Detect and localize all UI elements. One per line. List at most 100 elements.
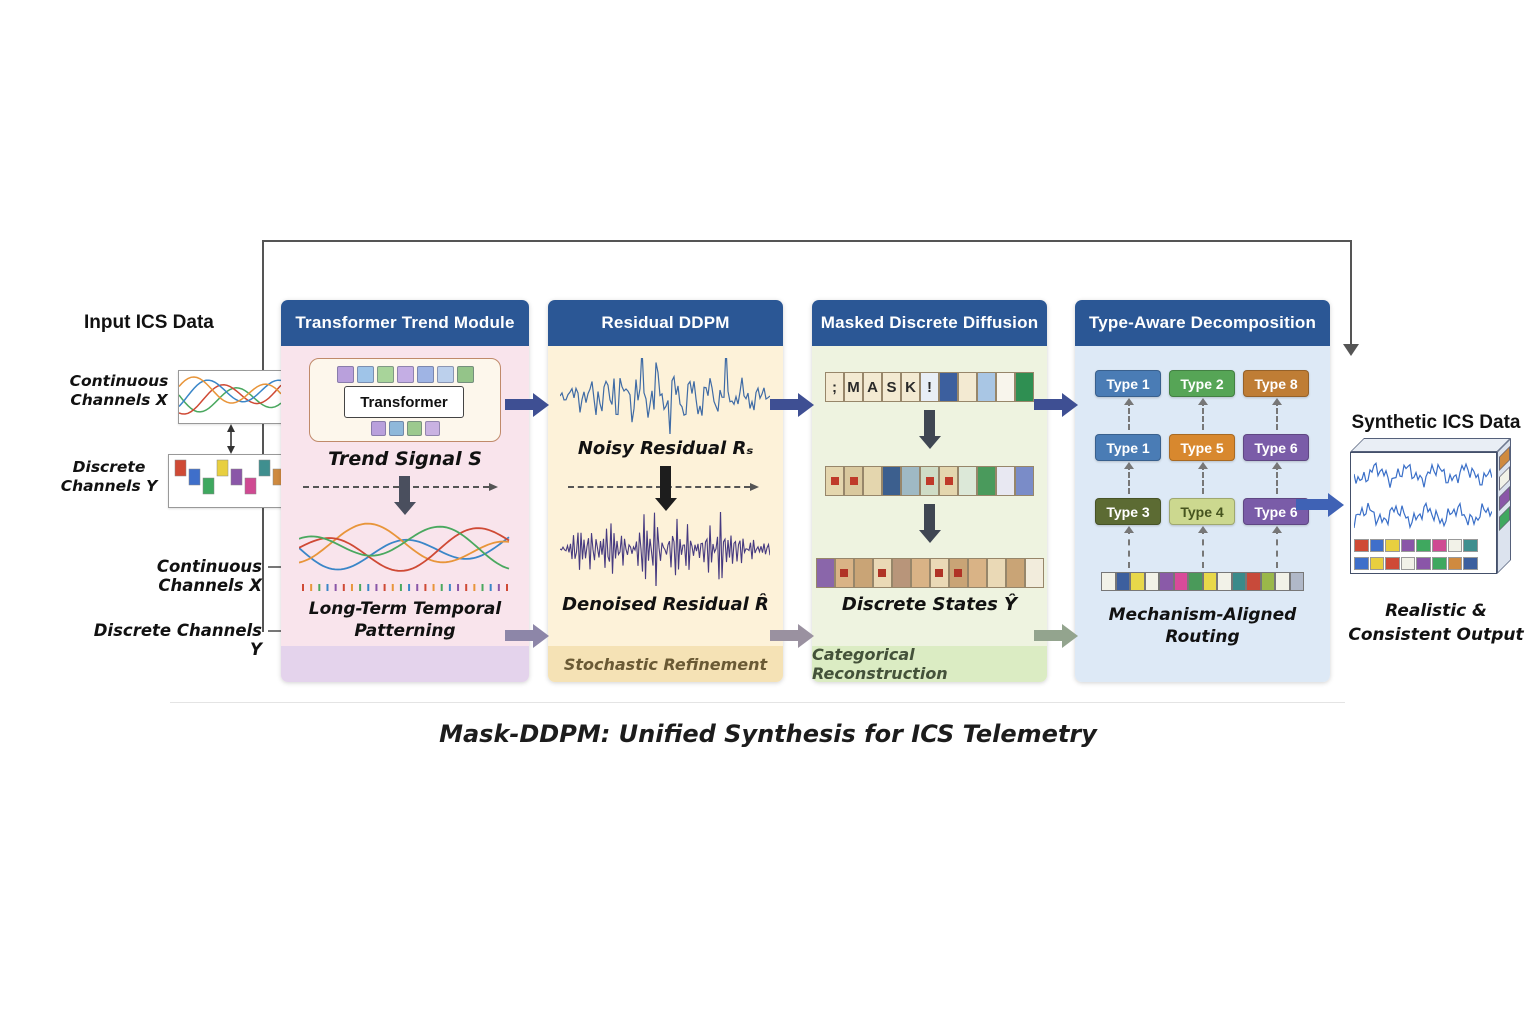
feedback-line-left xyxy=(262,240,264,632)
tcell-item: M xyxy=(844,372,863,402)
tcell-item xyxy=(920,466,939,496)
scell-item xyxy=(1144,572,1159,591)
tcell-item xyxy=(948,558,968,588)
noisy-residual-label: Noisy Residual Rₛ xyxy=(577,438,754,459)
panel3-footer-label: Categorical Reconstruction xyxy=(812,645,948,683)
type-chip-grid: Type 1 Type 2 Type 8 Type 1 Type 5 Type 6 Type… xyxy=(1095,370,1309,525)
fcell-item xyxy=(1416,538,1431,552)
panel4-connector xyxy=(1128,528,1130,568)
tcell-item: S xyxy=(882,372,901,402)
panel4-connector xyxy=(1202,528,1204,568)
chip-item: Type 1 xyxy=(1095,434,1161,461)
panel4-connector-arrow-icon xyxy=(1124,462,1134,469)
tcell-item xyxy=(901,466,920,496)
tcell-item xyxy=(882,466,901,496)
arrow-panel3-to-panel4 xyxy=(1034,399,1062,410)
mask-token-row-3 xyxy=(812,558,1047,588)
fcell-item xyxy=(1400,538,1416,552)
panel1-header: Transformer Trend Module xyxy=(281,300,529,346)
panel4-connector-arrow-icon xyxy=(1272,398,1282,405)
panel4-header: Type-Aware Decomposition xyxy=(1075,300,1330,346)
panel3-footer-band: Categorical Reconstruction xyxy=(812,645,1047,683)
arrow-bottom-panel3-to-panel4 xyxy=(1034,630,1062,641)
transformer-token-row-bottom xyxy=(310,421,500,436)
scell-item xyxy=(1115,572,1130,591)
panel1-down-arrow-icon xyxy=(399,476,410,502)
tok-item xyxy=(456,366,474,383)
synthetic-cube-front-face xyxy=(1350,452,1497,574)
panel4-connector-arrow-icon xyxy=(1198,462,1208,469)
pointer-continuous-label: Continuous Channels X xyxy=(156,557,262,595)
fcell-item xyxy=(1354,538,1369,552)
continuous-channels-thumbnail xyxy=(178,370,288,424)
cell-dot xyxy=(830,477,839,485)
tcell-item xyxy=(834,558,854,588)
chip-item: Type 5 xyxy=(1169,434,1235,461)
panel1-bottom-label: Long-Term Temporal Patterning xyxy=(281,598,529,642)
tcell-item xyxy=(996,466,1015,496)
panel1-bottom-label-line2: Patterning xyxy=(354,621,456,642)
tcell-item xyxy=(1024,558,1044,588)
panel2-footer-label: Stochastic Refinement xyxy=(563,654,768,674)
panel4-connector xyxy=(1276,528,1278,568)
tok-item xyxy=(416,366,434,383)
panel4-connector xyxy=(1128,400,1130,430)
panel3-down-arrow-2-icon xyxy=(924,504,935,530)
tcell-item xyxy=(872,558,892,588)
panel4-connector-arrow-icon xyxy=(1198,398,1208,405)
scell-item xyxy=(1130,572,1145,591)
panel2-footer-band: Stochastic Refinement xyxy=(548,646,783,682)
cell-dot xyxy=(925,477,934,485)
tcell-item xyxy=(844,466,863,496)
synthetic-cells-row-1 xyxy=(1354,538,1493,552)
chip-item: Type 1 xyxy=(1095,370,1161,397)
synthetic-cube-right-face xyxy=(1497,438,1511,574)
panel-residual-ddpm: Residual DDPM Noisy Residual Rₛ Denoised… xyxy=(548,300,783,682)
continuous-channels-thumb-label: Continuous Channels X xyxy=(69,372,169,410)
discrete-channels-thumb-label: Discrete Channels Y xyxy=(60,458,158,496)
panel4-connector xyxy=(1202,400,1204,430)
updown-arrow-icon xyxy=(227,424,235,454)
output-heading: Synthetic ICS Data xyxy=(1351,412,1521,433)
arrow-panel4-to-output xyxy=(1296,499,1328,510)
cell-dot xyxy=(954,569,962,577)
transformer-label: Transformer xyxy=(360,393,448,411)
tcell-item: ! xyxy=(920,372,939,402)
panel2-header: Residual DDPM xyxy=(548,300,783,346)
panel2-dashed-arrow xyxy=(568,483,759,491)
panel2-body: Noisy Residual Rₛ Denoised Residual R̂ S… xyxy=(548,346,783,682)
fcell-item xyxy=(1416,556,1431,570)
panel4-bottom-label-line2: Routing xyxy=(1165,627,1240,648)
fcell-item xyxy=(1463,538,1478,552)
tok-item xyxy=(336,366,354,383)
output-caption-line1: Realistic & xyxy=(1385,601,1487,621)
fcell-item xyxy=(1354,556,1369,570)
input-heading: Input ICS Data xyxy=(84,312,214,333)
panel1-footer-band xyxy=(281,646,529,682)
panel4-connector-arrow-icon xyxy=(1272,462,1282,469)
panel4-connector xyxy=(1276,400,1278,430)
chip-item: Type 6 xyxy=(1243,498,1309,525)
cell-dot xyxy=(849,477,858,485)
caption-divider xyxy=(170,702,1345,703)
tcell-item xyxy=(958,372,977,402)
arrow-bottom-panel2-to-panel3 xyxy=(770,630,798,641)
panel2-down-arrow-icon xyxy=(660,466,671,498)
scell-item xyxy=(1202,572,1217,591)
tok2-item xyxy=(424,421,440,436)
scell-item xyxy=(1188,572,1203,591)
chip-item: Type 8 xyxy=(1243,370,1309,397)
tcell-item: K xyxy=(901,372,920,402)
chip-item: Type 2 xyxy=(1169,370,1235,397)
chip-item: Type 6 xyxy=(1243,434,1309,461)
continuous-mini-chart xyxy=(178,376,282,415)
panel4-connector-arrow-icon xyxy=(1272,526,1282,533)
transformer-token-row-top xyxy=(310,366,500,383)
tcell-item xyxy=(853,558,873,588)
scell-item xyxy=(1231,572,1246,591)
tcell-item xyxy=(1015,372,1034,402)
panel-transformer-trend-module: Transformer Trend Module Transformer Tre… xyxy=(281,300,529,682)
